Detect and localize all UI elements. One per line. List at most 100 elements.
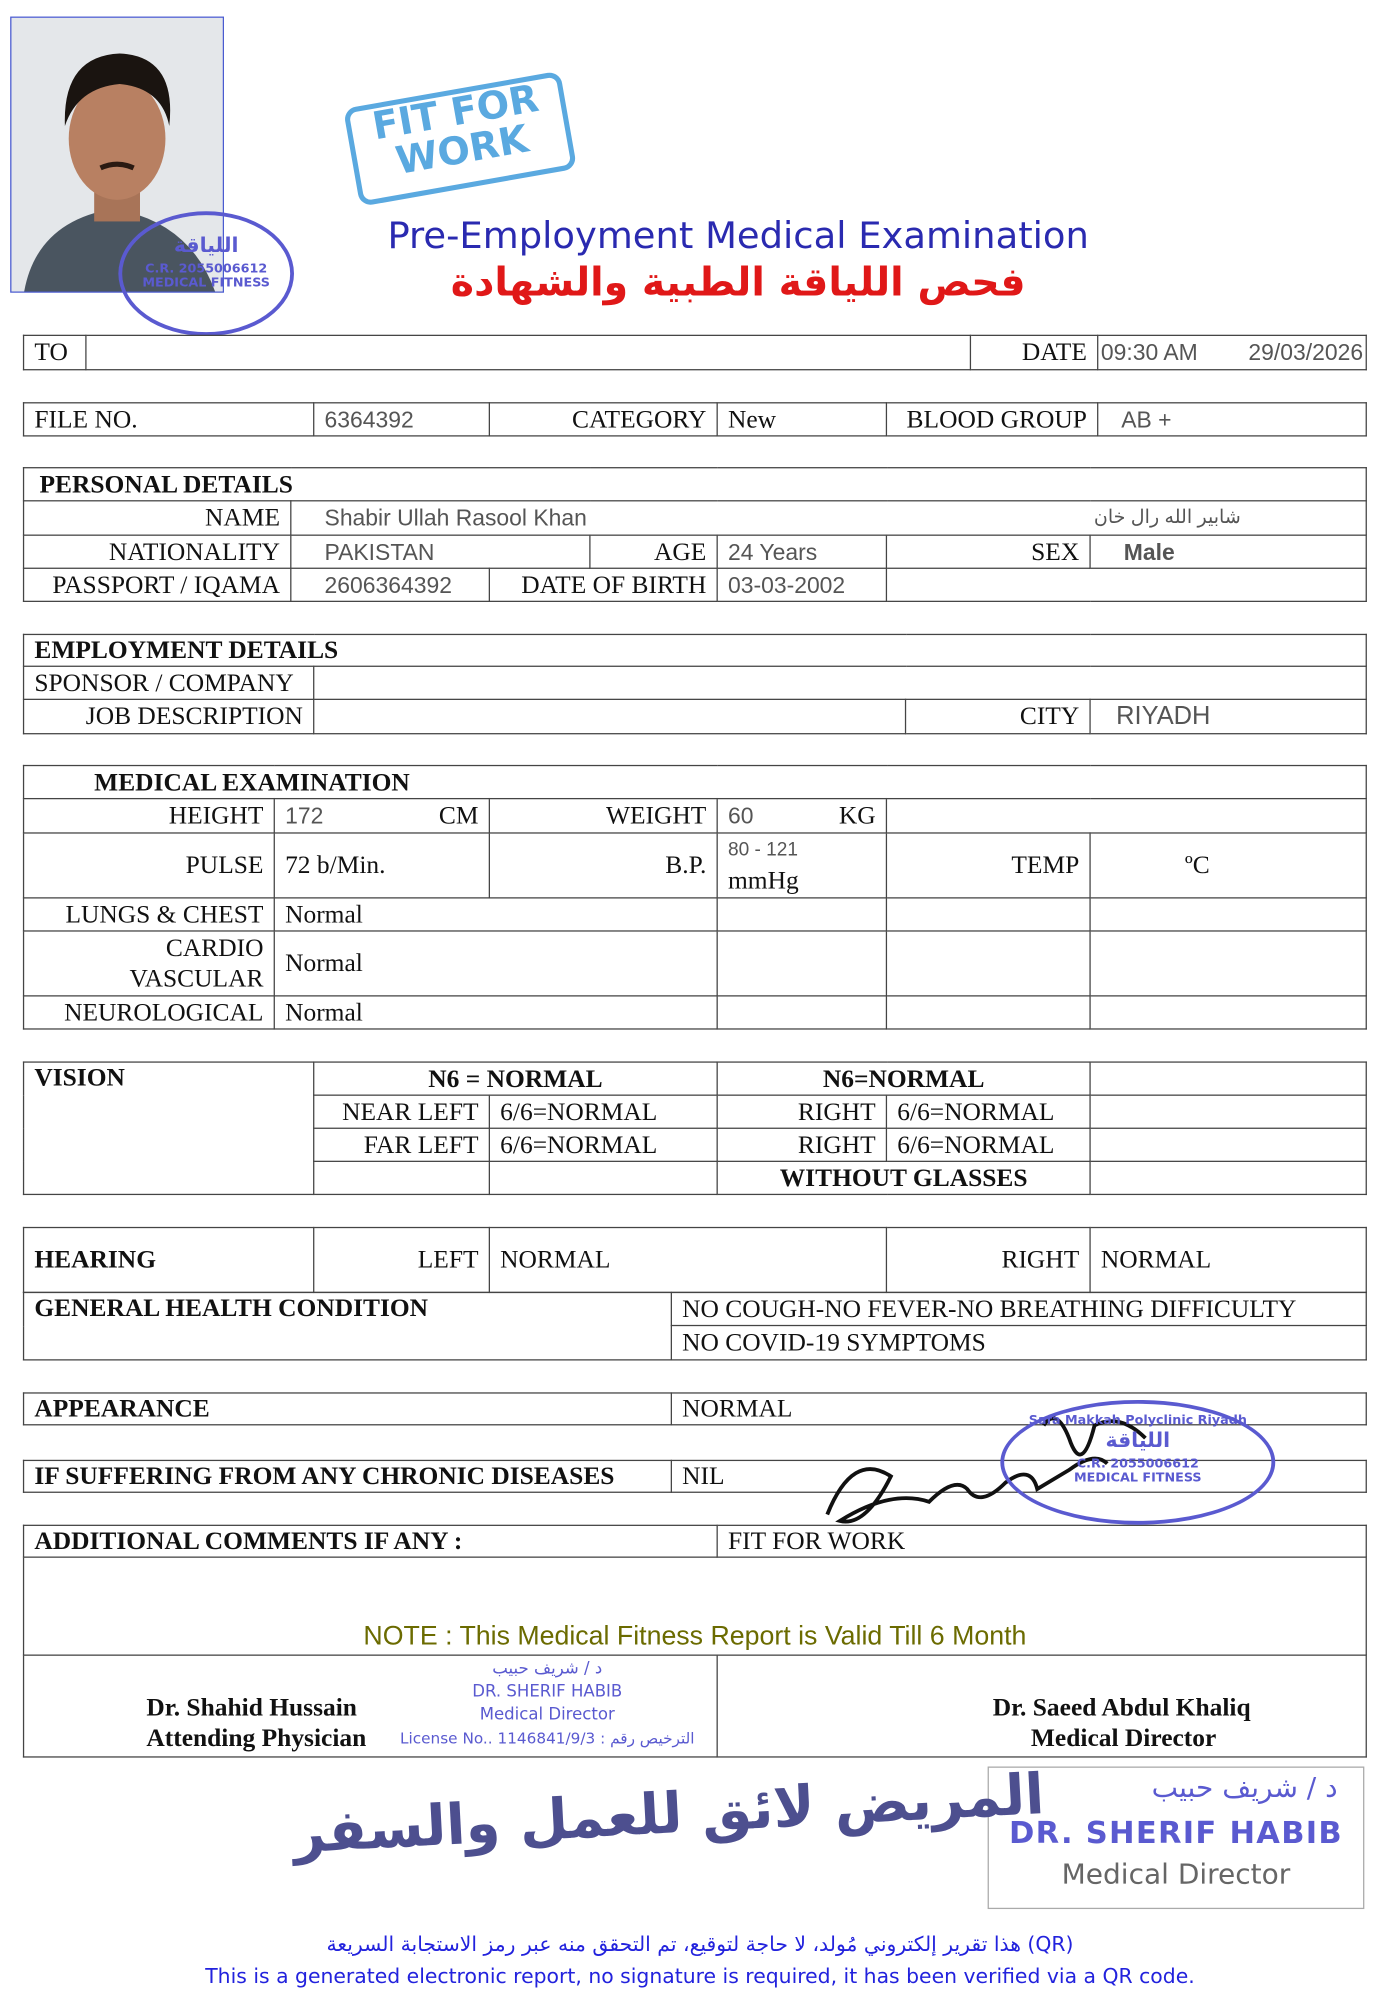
city-value: RIYADH [1089,698,1367,735]
height-cell: 172 CM [273,797,490,834]
stamp-fitness: MEDICAL FITNESS [142,276,270,291]
height-value: 172 [285,803,324,829]
patient-photo [10,16,224,293]
bp-label: B.P. [488,832,718,899]
job-value [313,698,907,735]
general-heading: GENERAL HEALTH CONDITION [22,1291,672,1361]
stamp-fitness-right: MEDICAL FITNESS [1073,1471,1202,1486]
doctor-stamp-left: د / شريف حبيب DR. SHERIF HABIB Medical D… [382,1658,713,1750]
personal-heading: PERSONAL DETAILS [22,467,1367,502]
neuro-label: NEUROLOGICAL [22,995,275,1030]
director-stamp-box: د / شريف حبيب DR. SHERIF HABIB Medical D… [987,1766,1365,1910]
near-left-label: NEAR LEFT [313,1094,490,1129]
neuro-value: Normal [273,995,718,1030]
director-stamp-name: DR. SHERIF HABIB [1008,1814,1343,1851]
blood-group-label: BLOOD GROUP [885,402,1099,437]
personal-details: PERSONAL DETAILS NAME Shabir Ullah Rasoo… [22,467,1367,602]
date-value: 09:30 AM 29/03/2026 [1097,334,1367,371]
physician-title: Attending Physician [146,1724,367,1753]
director-name: Dr. Saeed Abdul Khaliq [992,1693,1251,1722]
hearing-right-value: NORMAL [1089,1226,1367,1294]
vision-section: VISION N6 = NORMAL N6=NORMAL NEAR LEFT 6… [22,1061,1367,1196]
cardio-value: Normal [273,930,718,997]
name-english: Shabir Ullah Rasool Khan [324,505,587,531]
name-value: Shabir Ullah Rasool Khan شابير الله رال خ… [290,500,1367,536]
passport-value: 2606364392 [290,567,490,602]
physician-name: Dr. Shahid Hussain [146,1693,357,1722]
chronic-heading: IF SUFFERING FROM ANY CHRONIC DISEASES [22,1459,672,1493]
bp-unit: mmHg [727,866,799,895]
hearing-right-label: RIGHT [885,1226,1091,1294]
stamp-clinic-name: Safa Makkah Polyclinic Riyadh [1028,1413,1247,1428]
empty-cell [885,567,1367,602]
height-unit: CM [438,801,479,830]
hearing-left-value: NORMAL [488,1226,888,1294]
general-health-section: GENERAL HEALTH CONDITION NO COUGH-NO FEV… [22,1291,1367,1361]
vision-right-header: N6=NORMAL [716,1061,1091,1096]
employment-details: EMPLOYMENT DETAILS SPONSOR / COMPANY JOB… [22,633,1367,735]
weight-label: WEIGHT [488,797,718,834]
category-label: CATEGORY [488,402,718,437]
comments-heading: ADDITIONAL COMMENTS IF ANY : [22,1524,718,1558]
employment-heading: EMPLOYMENT DETAILS [22,633,1367,667]
clinic-stamp-right: Safa Makkah Polyclinic Riyadh اللياقة C.… [1000,1399,1276,1525]
clinic-stamp: اللياقة C.R. 2055006612 MEDICAL FITNESS [118,211,294,336]
file-no-label: FILE NO. [22,402,315,437]
stamp-license: License No.. 1146841/9/3 : الترخيص رقم [400,1729,695,1748]
person-portrait-icon [11,17,223,292]
hearing-heading: HEARING [22,1226,315,1294]
footer-arabic: هذا تقرير إلكتروني مُولد، لا حاجة لتوقيع… [326,1931,1074,1957]
footer-english: This is a generated electronic report, n… [205,1963,1195,1988]
to-label: TO [22,334,87,371]
empty-cell [885,797,1367,834]
cardio-label-1: CARDIO [165,934,264,963]
stamp-doctor-name: DR. SHERIF HABIB [472,1682,623,1702]
temp-unit: ºC [1089,832,1367,899]
hearing-left-label: LEFT [313,1226,490,1294]
near-right-value: 6/6=NORMAL [885,1094,1091,1129]
far-right-label: RIGHT [716,1127,888,1162]
appearance-section: APPEARANCE NORMAL [22,1392,1367,1426]
stamp-arabic-text: اللياقة [173,232,239,258]
weight-value: 60 [727,803,754,829]
category-value: New [716,402,888,437]
dob-value: 03-03-2002 [716,567,888,602]
sponsor-value [313,665,1367,700]
passport-label: PASSPORT / IQAMA [22,567,292,602]
time-value: 09:30 AM [1100,339,1198,366]
to-value [85,334,972,371]
nationality-label: NATIONALITY [22,534,292,569]
lungs-value: Normal [273,897,718,932]
stamp-cr: C.R. 2055006612 [145,262,268,277]
blood-group-value: AB + [1097,402,1367,437]
far-right-value: 6/6=NORMAL [885,1127,1091,1162]
name-arabic: شابير الله رال خان [1093,506,1241,529]
medical-heading: MEDICAL EXAMINATION [22,764,1367,800]
general-line-1: NO COUGH-NO FEVER-NO BREATHING DIFFICULT… [670,1291,1367,1327]
appearance-value: NORMAL [670,1392,1367,1426]
pulse-value: 72 b/Min. [273,832,490,899]
weight-unit: KG [838,801,876,830]
job-label: JOB DESCRIPTION [22,698,315,735]
director-title: Medical Director [1030,1724,1217,1753]
stamp-doctor-arabic: د / شريف حبيب [492,1659,603,1679]
cardio-label-2: VASCULAR [129,964,264,993]
nationality-value: PAKISTAN [290,534,591,569]
fit-stamp-text: FIT FOR WORK [369,76,542,185]
comments-section: ADDITIONAL COMMENTS IF ANY : FIT FOR WOR… [22,1524,1367,1758]
file-row: FILE NO. 6364392 CATEGORY New BLOOD GROU… [22,402,1367,437]
date-text: 29/03/2026 [1248,339,1364,366]
page-title: Pre-Employment Medical Examination [387,213,1089,258]
fit-for-work-stamp: FIT FOR WORK [343,70,578,207]
dob-label: DATE OF BIRTH [488,567,718,602]
general-line-2: NO COVID-19 SYMPTOMS [670,1324,1367,1361]
validity-note: NOTE : This Medical Fitness Report is Va… [22,1556,1367,1656]
age-label: AGE [589,534,718,569]
city-label: CITY [904,698,1091,735]
